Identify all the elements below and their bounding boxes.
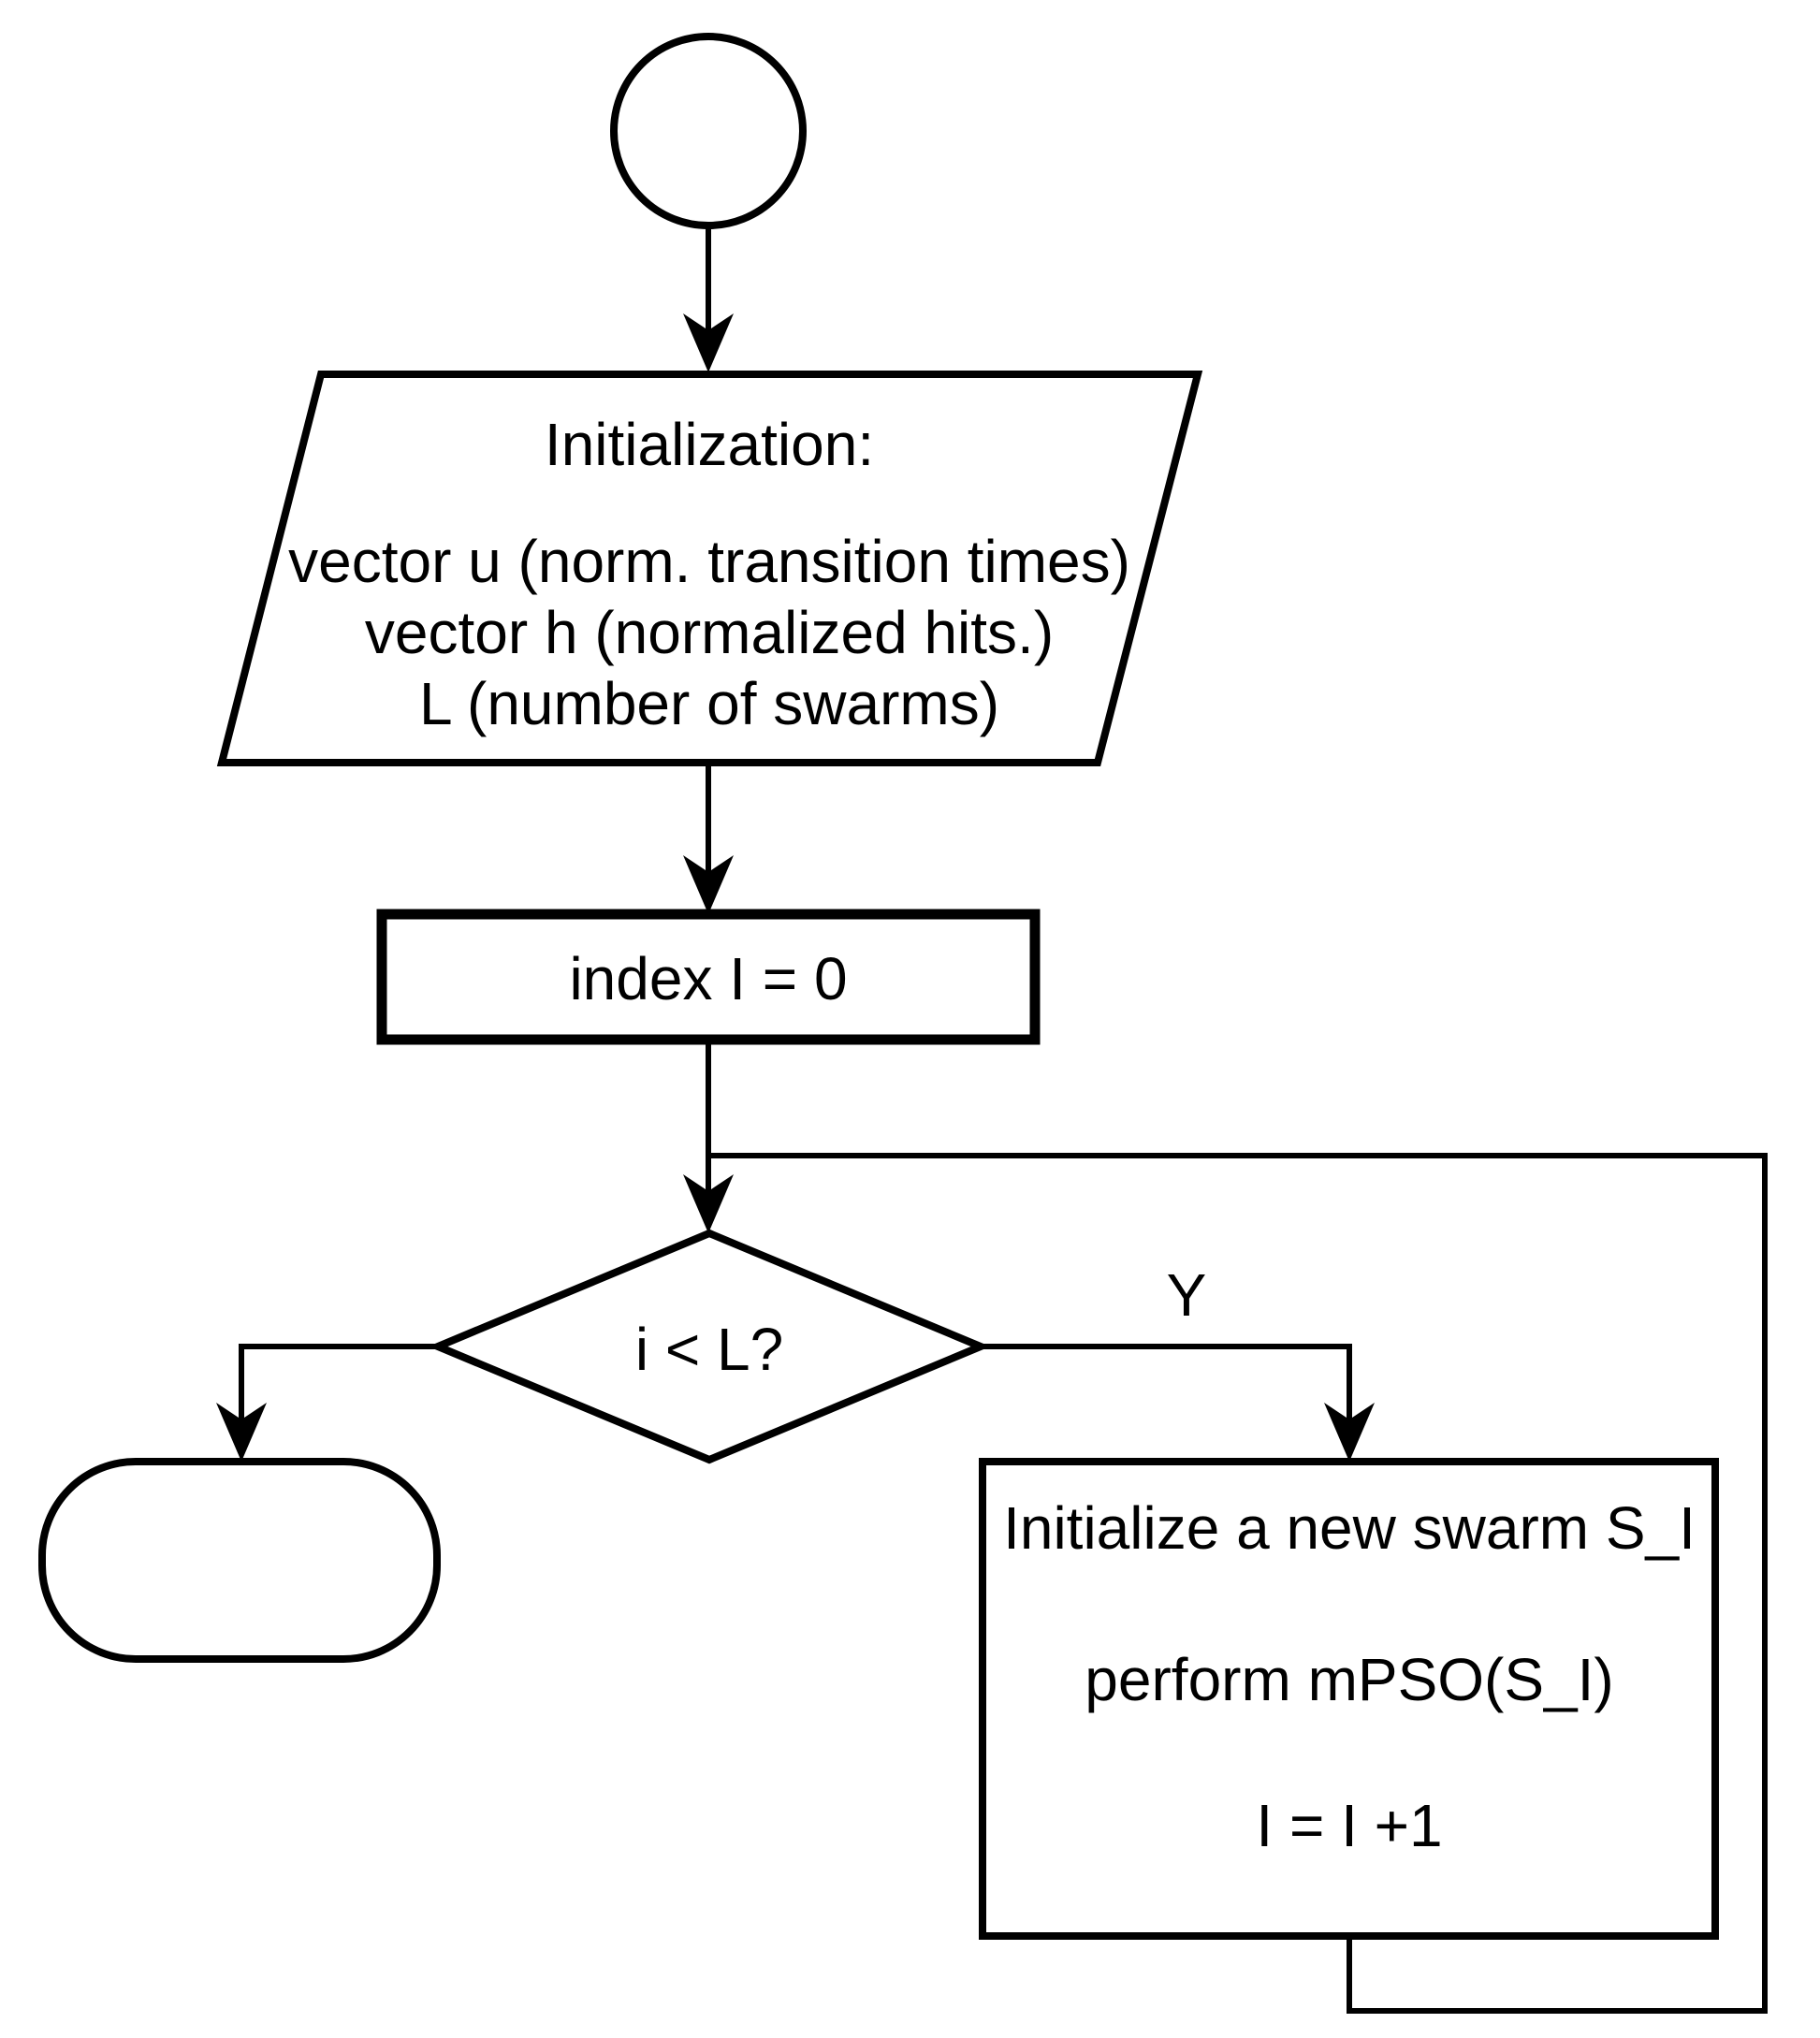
terminator-shape <box>38 1458 441 1663</box>
loop-body-line-3: I = I +1 <box>1256 1792 1443 1859</box>
loop-body-shape <box>979 1458 1719 1940</box>
arrowhead-into-index <box>683 855 734 914</box>
arrowhead-into-loop-body <box>1324 1403 1375 1462</box>
initialization-line-2: vector h (normalized hits.) <box>364 599 1055 666</box>
arrowhead-into-decision <box>683 1174 734 1233</box>
initialization-parallelogram-shape <box>216 371 1203 766</box>
edge-loopback <box>708 1153 1768 2014</box>
index-process-label: index I = 0 <box>569 945 848 1012</box>
decision-label: i < L? <box>634 1316 784 1383</box>
start-circle-shape <box>610 33 807 229</box>
arrowhead-into-init <box>683 313 734 372</box>
yes-branch-label: Y <box>1166 1261 1207 1329</box>
arrowhead-into-terminator <box>216 1403 267 1462</box>
edge-decision-to-terminator <box>239 1344 438 1422</box>
initialization-line-1: vector u (norm. transition times) <box>288 528 1130 595</box>
initialization-title: Initialization: <box>544 411 875 478</box>
loop-body-line-1: Initialize a new swarm S_I <box>1003 1494 1696 1562</box>
loop-body-line-2: perform mPSO(S_I) <box>1085 1646 1614 1713</box>
decision-diamond-shape <box>428 1229 991 1464</box>
initialization-line-3: L (number of swarms) <box>419 670 999 737</box>
edge-decision-to-loop-body <box>981 1344 1352 1422</box>
